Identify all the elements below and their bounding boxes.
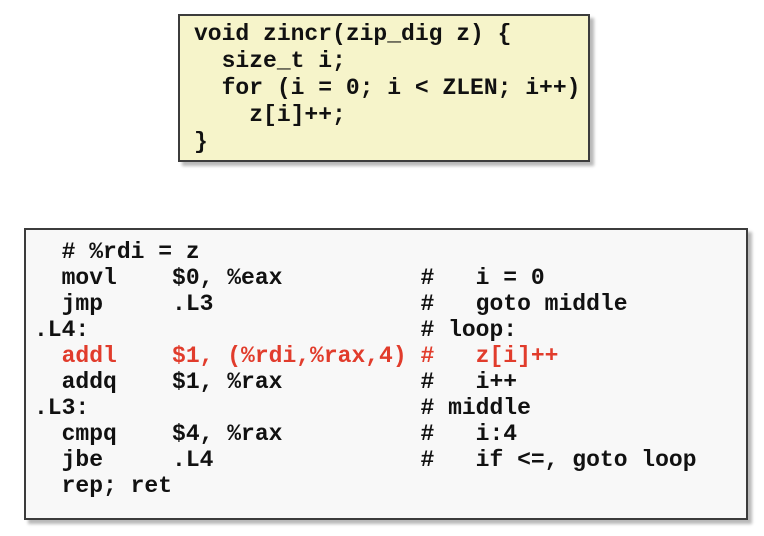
- assembly-line: .L3: # middle: [34, 395, 531, 421]
- assembly-line: jbe .L4 # if <=, goto loop: [34, 447, 697, 473]
- c-source-line: z[i]++;: [194, 102, 346, 128]
- c-source-line: for (i = 0; i < ZLEN; i++): [194, 75, 581, 101]
- c-source-line: }: [194, 129, 208, 155]
- assembly-panel: # %rdi = z movl $0, %eax # i = 0 jmp .L3…: [24, 228, 748, 520]
- c-source-line: void zincr(zip_dig z) {: [194, 21, 512, 47]
- assembly-line: jmp .L3 # goto middle: [34, 291, 628, 317]
- assembly-line: .L4: # loop:: [34, 317, 518, 343]
- c-source-line: size_t i;: [194, 48, 346, 74]
- assembly-line: # %rdi = z: [34, 239, 200, 265]
- assembly-line-highlighted: addl $1, (%rdi,%rax,4) # z[i]++: [34, 343, 559, 369]
- assembly-line: cmpq $4, %rax # i:4: [34, 421, 518, 447]
- assembly-line: addq $1, %rax # i++: [34, 369, 518, 395]
- assembly-line: movl $0, %eax # i = 0: [34, 265, 545, 291]
- c-source-panel: void zincr(zip_dig z) { size_t i; for (i…: [178, 14, 590, 162]
- assembly-line: rep; ret: [34, 473, 173, 499]
